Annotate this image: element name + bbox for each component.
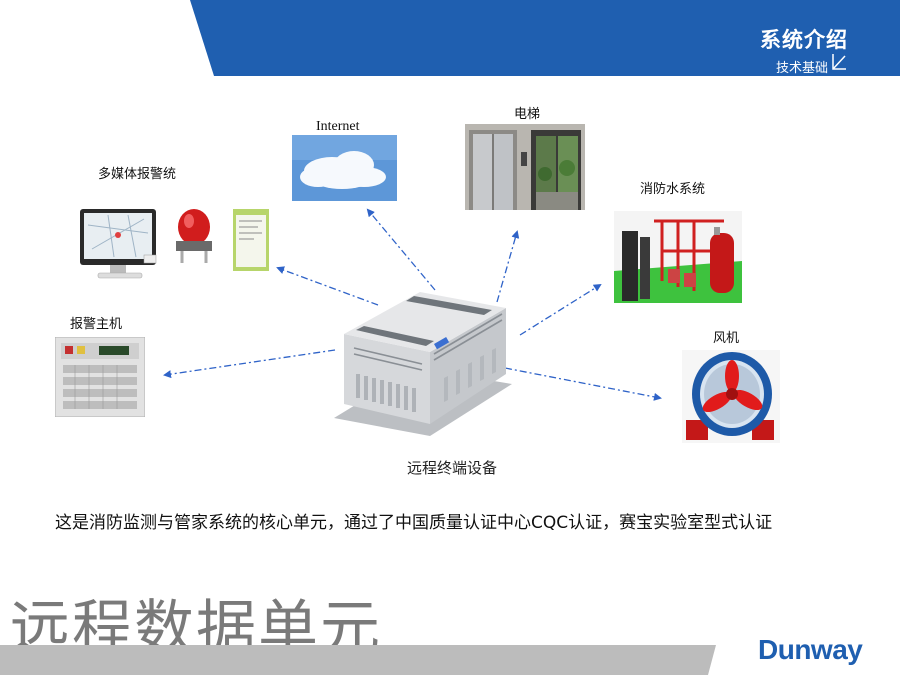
- multimedia-alarm-label: 多媒体报警统: [98, 167, 177, 182]
- center-device-label: 远程终端设备: [407, 459, 498, 477]
- footer-band: [0, 645, 716, 675]
- multimedia-alarm-image: [80, 209, 269, 279]
- elevator-label: 电梯: [514, 107, 541, 122]
- alarm-host-image: [55, 337, 145, 417]
- remote-terminal-device-image: [334, 292, 512, 436]
- cloud-image: [292, 135, 397, 201]
- header-title: 系统介绍: [760, 28, 848, 52]
- internet-label: Internet: [316, 119, 360, 134]
- header-band: [190, 0, 900, 76]
- corner-arrow-icon: [832, 54, 846, 70]
- fan-label: 风机: [713, 331, 740, 346]
- elevator-image: [465, 124, 585, 210]
- description-text: 这是消防监测与管家系统的核心单元，通过了中国质量认证中心CQC认证，赛宝实验室型…: [55, 513, 773, 533]
- dunway-logo: Dunway: [758, 634, 863, 665]
- fire-water-label: 消防水系统: [640, 182, 706, 197]
- fire-water-image: [614, 211, 742, 303]
- fan-image: [682, 350, 780, 443]
- alarm-host-label: 报警主机: [70, 317, 123, 332]
- header-subtitle: 技术基础: [775, 61, 828, 76]
